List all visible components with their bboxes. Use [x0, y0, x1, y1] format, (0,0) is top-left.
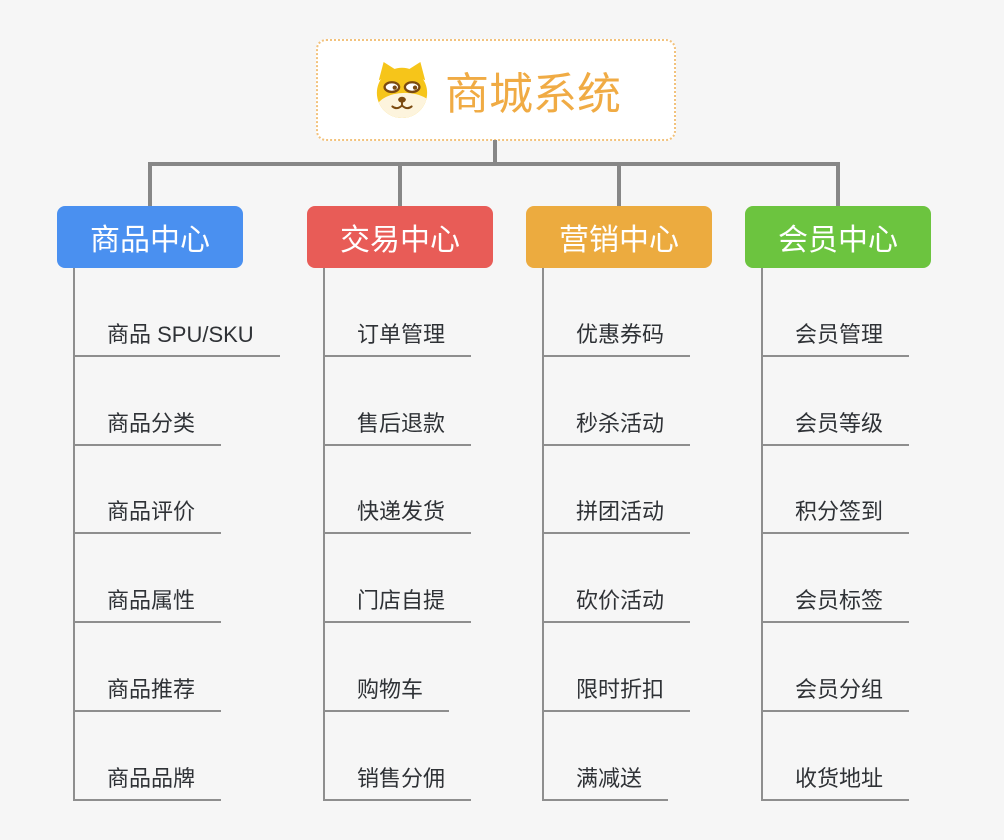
leaf-node[interactable]: 销售分佣: [323, 765, 472, 801]
subtree-products: 商品 SPU/SKU 商品分类 商品评价 商品属性 商品推荐 商品品牌: [73, 268, 323, 808]
connector-root-stub: [493, 140, 497, 166]
leaf-node[interactable]: 砍价活动: [542, 587, 691, 623]
connector-stub-products: [148, 164, 152, 206]
root-node[interactable]: 商城系统: [316, 39, 676, 141]
leaf-node[interactable]: 购物车: [323, 676, 450, 712]
leaf-node[interactable]: 商品评价: [73, 498, 222, 534]
connector-stub-trade: [398, 164, 402, 206]
subtree-trade: 订单管理 售后退款 快递发货 门店自提 购物车 销售分佣: [323, 268, 573, 808]
leaf-node[interactable]: 订单管理: [323, 321, 472, 357]
leaf-node[interactable]: 商品品牌: [73, 765, 222, 801]
branch-vertical-line: [542, 268, 544, 801]
leaf-node[interactable]: 会员标签: [761, 587, 910, 623]
subtree-members: 会员管理 会员等级 积分签到 会员标签 会员分组 收货地址: [761, 268, 1004, 808]
branch-node-members[interactable]: 会员中心: [745, 206, 931, 268]
leaf-node[interactable]: 商品推荐: [73, 676, 222, 712]
leaf-node[interactable]: 优惠券码: [542, 321, 691, 357]
leaf-node[interactable]: 会员等级: [761, 410, 910, 446]
leaf-node[interactable]: 商品 SPU/SKU: [73, 321, 280, 357]
shiba-dog-icon: [371, 61, 433, 119]
branch-node-marketing[interactable]: 营销中心: [526, 206, 712, 268]
leaf-node[interactable]: 秒杀活动: [542, 410, 691, 446]
branch-vertical-line: [73, 268, 75, 801]
leaf-node[interactable]: 会员分组: [761, 676, 910, 712]
leaf-node[interactable]: 限时折扣: [542, 676, 691, 712]
leaf-node[interactable]: 门店自提: [323, 587, 472, 623]
branch-node-products[interactable]: 商品中心: [57, 206, 243, 268]
branch-node-trade[interactable]: 交易中心: [307, 206, 493, 268]
leaf-node[interactable]: 积分签到: [761, 498, 910, 534]
root-title: 商城系统: [445, 70, 621, 119]
leaf-node[interactable]: 商品分类: [73, 410, 222, 446]
leaf-node[interactable]: 拼团活动: [542, 498, 691, 534]
leaf-node[interactable]: 收货地址: [761, 765, 910, 801]
subtree-marketing: 优惠券码 秒杀活动 拼团活动 砍价活动 限时折扣 满减送: [542, 268, 792, 808]
branch-vertical-line: [761, 268, 763, 801]
leaf-node[interactable]: 会员管理: [761, 321, 910, 357]
leaf-node[interactable]: 商品属性: [73, 587, 222, 623]
branch-vertical-line: [323, 268, 325, 801]
connector-stub-marketing: [617, 164, 621, 206]
leaf-node[interactable]: 满减送: [542, 765, 669, 801]
leaf-node[interactable]: 快递发货: [323, 498, 472, 534]
leaf-node[interactable]: 售后退款: [323, 410, 472, 446]
connector-rail: [148, 162, 840, 166]
connector-stub-members: [836, 164, 840, 206]
